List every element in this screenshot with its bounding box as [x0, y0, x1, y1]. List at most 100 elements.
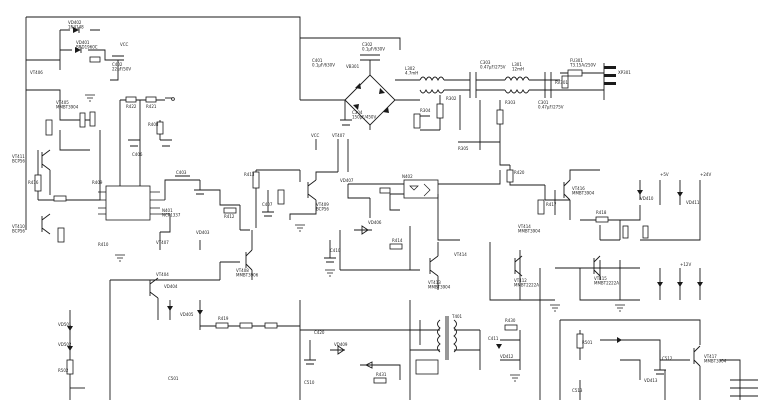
- r-418: [595, 216, 609, 223]
- label-vd406: VD406: [368, 220, 382, 225]
- label-l302: L302: [405, 66, 415, 71]
- label-r412: R412: [224, 214, 235, 219]
- label-vb301: VB301: [346, 64, 360, 69]
- label-c510: C510: [304, 380, 315, 385]
- r-412: [223, 207, 237, 214]
- plus24v-label: +24V: [700, 172, 711, 177]
- value-n401: NCP1337: [162, 213, 181, 218]
- label-vd413: VD413: [644, 378, 658, 383]
- value-vt409: BCP56: [316, 207, 329, 212]
- label-vt412: VT412: [514, 278, 527, 283]
- r-302: [436, 103, 444, 119]
- r-start-1: [89, 56, 101, 63]
- label-r417: R417: [546, 202, 557, 207]
- label-r303: R303: [505, 100, 516, 105]
- label-c401: C401: [312, 58, 323, 63]
- label-r408: R408: [148, 122, 159, 127]
- r-419c: [264, 322, 278, 329]
- r-416: [34, 174, 42, 192]
- label-c403: C403: [176, 170, 187, 175]
- label-vt417: VT417: [704, 354, 717, 359]
- r-414: [389, 243, 403, 250]
- label-l301: L301: [512, 62, 522, 67]
- vcc-label-1: VCC: [311, 133, 320, 138]
- vd402-diode-symbol: [73, 27, 79, 33]
- r-303: [496, 109, 504, 125]
- net-labels: VCC +5V +12V +24V: [120, 42, 711, 267]
- transformer-t401: [300, 300, 541, 400]
- label-c410: C410: [330, 248, 341, 253]
- label-rv301: RV301: [555, 80, 568, 85]
- label-c513: C513: [572, 388, 583, 393]
- r-n402-1: [379, 187, 391, 194]
- r-418c: [642, 225, 649, 239]
- r-502: [66, 359, 74, 375]
- label-r410: R410: [98, 242, 109, 247]
- label-vt410: VT410: [12, 224, 25, 229]
- r-413: [252, 171, 260, 189]
- label-r413: R413: [244, 172, 255, 177]
- r-408: [156, 121, 164, 135]
- r-left-5: [57, 227, 65, 243]
- label-r416: R416: [28, 180, 39, 185]
- r-431: [373, 377, 387, 384]
- lower-driver: [109, 261, 301, 400]
- r-419: [215, 322, 229, 329]
- label-c512: C512: [662, 356, 673, 361]
- connector-xp301: [604, 66, 616, 69]
- label-r419: R419: [218, 316, 229, 321]
- label-c304: C304: [352, 110, 363, 115]
- label-c420: C420: [314, 330, 325, 335]
- label-n402: N402: [402, 174, 413, 179]
- value-vt413: MMBT3904: [428, 285, 451, 290]
- r-417: [537, 199, 545, 215]
- output-section: [559, 319, 758, 400]
- lower-left-diodes: [66, 310, 85, 400]
- value-vd401: BRD1960C: [76, 45, 98, 50]
- value-l301: 12mH: [512, 67, 524, 72]
- label-c402: C402: [112, 62, 123, 67]
- label-c303: C303: [480, 60, 491, 65]
- label-vt416: VT416: [572, 186, 585, 191]
- label-vt406: VT406: [30, 70, 43, 75]
- label-vd501: VD501: [58, 322, 72, 327]
- label-vd405: VD405: [180, 312, 194, 317]
- vcc-label-2: VCC: [120, 42, 129, 47]
- value-vt414: MMBT3904: [518, 229, 541, 234]
- varistor-rv301: [561, 75, 569, 89]
- value-vd402: 1N4148: [68, 25, 84, 30]
- value-vt410: BCP56: [12, 229, 25, 234]
- label-c407: C407: [262, 202, 273, 207]
- r-422: [125, 96, 137, 103]
- label-vd407: VD407: [340, 178, 354, 183]
- label-n401: N401: [162, 208, 173, 213]
- label-vd410: VD410: [640, 196, 654, 201]
- value-vt408: MMBT3906: [236, 273, 259, 278]
- standby-signal-label: VT414: [454, 252, 467, 257]
- label-vt408: VT408: [236, 268, 249, 273]
- label-vt413: VT413: [428, 280, 441, 285]
- label-vd401: VD401: [76, 40, 90, 45]
- label-vd412: VD412: [500, 354, 514, 359]
- value-c304: 150μF/450V: [352, 115, 376, 120]
- label-vd404: VD404: [164, 284, 178, 289]
- test-point: [171, 97, 175, 101]
- ground-symbols: [85, 94, 625, 382]
- label-vt407: VT407: [156, 240, 169, 245]
- ic-n401: [105, 185, 151, 221]
- mains-filter: [395, 63, 616, 150]
- startup-section: [25, 27, 124, 81]
- led-vd410: [637, 190, 643, 195]
- value-vt412: MMBT2222A: [514, 283, 539, 288]
- pwm-vcc-label: VT407: [332, 133, 345, 138]
- value-l302: 4.7mH: [405, 71, 418, 76]
- label-r414: R414: [392, 238, 403, 243]
- label-xp301: XP301: [618, 70, 631, 75]
- label-r502: R502: [58, 368, 69, 373]
- secondary-control: [489, 150, 703, 301]
- r-304: [413, 113, 421, 129]
- label-r430: R430: [505, 318, 516, 323]
- ic-n402: [403, 179, 439, 199]
- label-r418: R418: [596, 210, 607, 215]
